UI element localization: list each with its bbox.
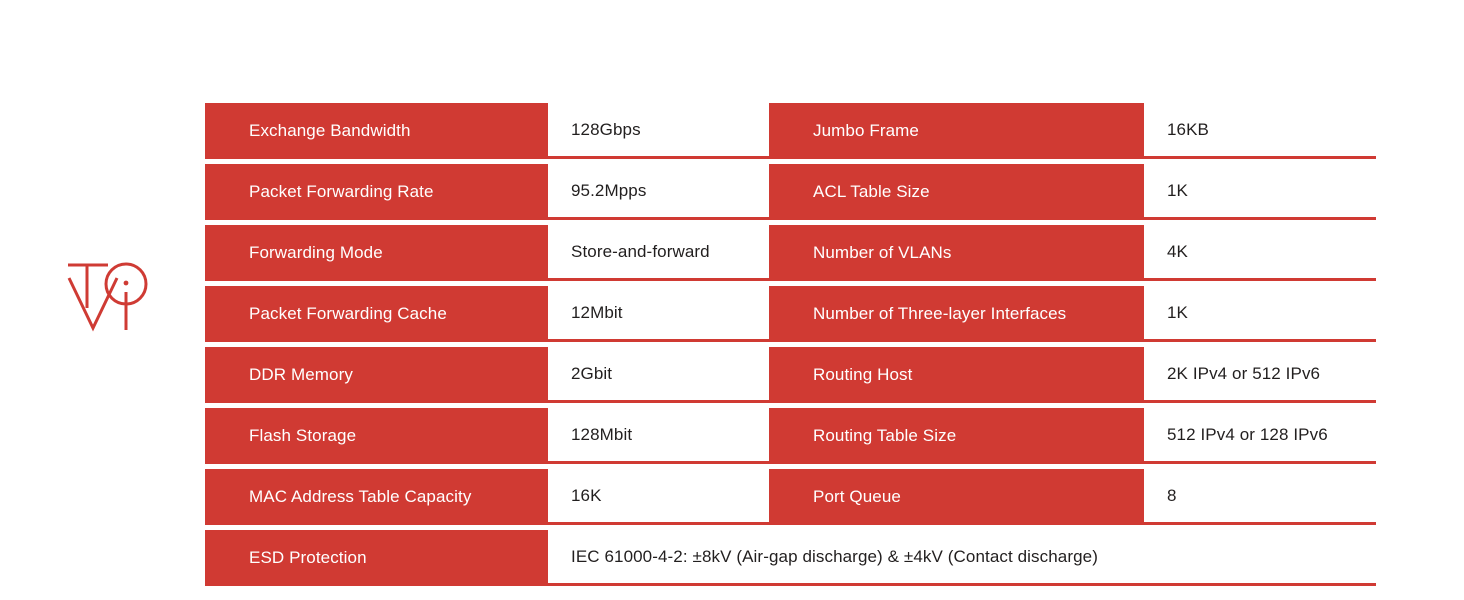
spec-value-left: Store-and-forward: [548, 225, 769, 281]
spec-label-left: Forwarding Mode: [205, 225, 548, 281]
spec-value-esd-protection: IEC 61000-4-2: ±8kV (Air-gap discharge) …: [548, 530, 1376, 586]
tvoi-logo: [66, 258, 156, 336]
spec-label-right: Port Queue: [769, 469, 1144, 525]
spec-value-right: 2K IPv4 or 512 IPv6: [1144, 347, 1376, 403]
spec-label-right: Routing Table Size: [769, 408, 1144, 464]
spec-label-esd-protection: ESD Protection: [205, 530, 548, 586]
table-row: Packet Forwarding Rate 95.2Mpps ACL Tabl…: [205, 164, 1376, 220]
spec-value-right: 16KB: [1144, 103, 1376, 159]
spec-value-right: 4K: [1144, 225, 1376, 281]
tvoi-monogram-icon: [67, 262, 148, 332]
spec-value-left: 12Mbit: [548, 286, 769, 342]
spec-value-left: 128Gbps: [548, 103, 769, 159]
table-row-full-width: ESD Protection IEC 61000-4-2: ±8kV (Air-…: [205, 530, 1376, 586]
spec-label-right: Number of VLANs: [769, 225, 1144, 281]
spec-label-left: MAC Address Table Capacity: [205, 469, 548, 525]
spec-label-left: Exchange Bandwidth: [205, 103, 548, 159]
table-row: Packet Forwarding Cache 12Mbit Number of…: [205, 286, 1376, 342]
specification-table: Exchange Bandwidth 128Gbps Jumbo Frame 1…: [205, 103, 1376, 586]
spec-label-left: Flash Storage: [205, 408, 548, 464]
spec-value-left: 95.2Mpps: [548, 164, 769, 220]
spec-value-right: 8: [1144, 469, 1376, 525]
spec-value-right: 1K: [1144, 164, 1376, 220]
spec-label-right: ACL Table Size: [769, 164, 1144, 220]
spec-value-left: 16K: [548, 469, 769, 525]
table-row: Flash Storage 128Mbit Routing Table Size…: [205, 408, 1376, 464]
spec-label-left: Packet Forwarding Rate: [205, 164, 548, 220]
table-row: Exchange Bandwidth 128Gbps Jumbo Frame 1…: [205, 103, 1376, 159]
table-row: Forwarding Mode Store-and-forward Number…: [205, 225, 1376, 281]
table-row: MAC Address Table Capacity 16K Port Queu…: [205, 469, 1376, 525]
spec-label-right: Routing Host: [769, 347, 1144, 403]
spec-label-right: Number of Three-layer Interfaces: [769, 286, 1144, 342]
spec-value-left: 128Mbit: [548, 408, 769, 464]
spec-value-left: 2Gbit: [548, 347, 769, 403]
spec-value-right: 512 IPv4 or 128 IPv6: [1144, 408, 1376, 464]
spec-label-left: DDR Memory: [205, 347, 548, 403]
spec-label-right: Jumbo Frame: [769, 103, 1144, 159]
table-row: DDR Memory 2Gbit Routing Host 2K IPv4 or…: [205, 347, 1376, 403]
spec-value-right: 1K: [1144, 286, 1376, 342]
spec-label-left: Packet Forwarding Cache: [205, 286, 548, 342]
